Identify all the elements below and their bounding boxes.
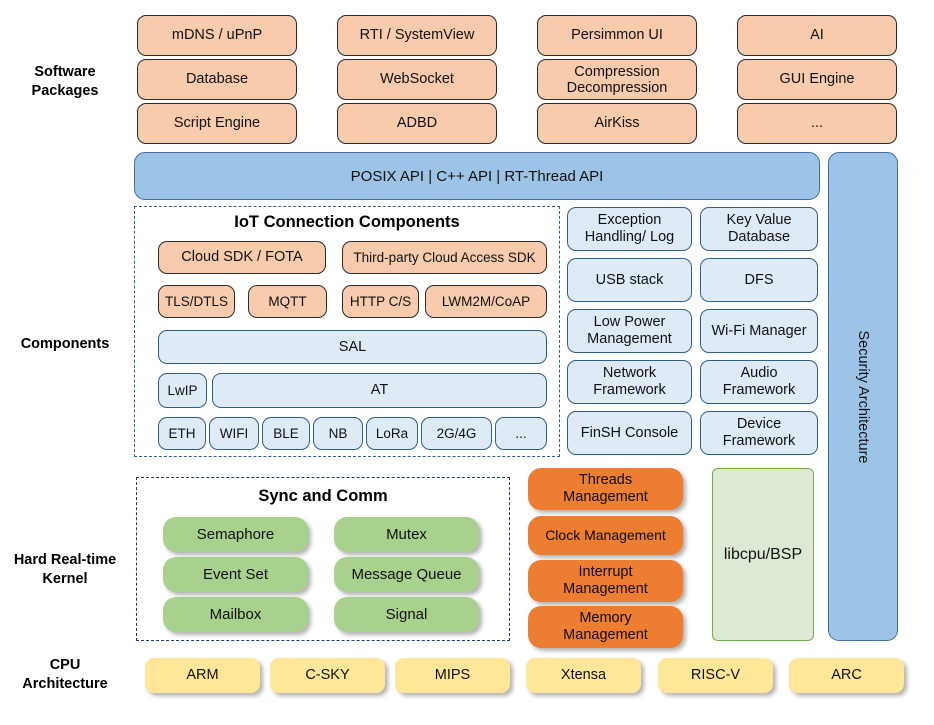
component-exception-line1: Exception [597, 212, 662, 228]
row-label-cpu-line2: Architecture [22, 676, 108, 692]
security-architecture-bar[interactable]: Security Architecture [828, 152, 898, 641]
iot-2g-4g[interactable]: 2G/4G [421, 417, 492, 450]
row-label-kernel-line2: Kernel [42, 571, 88, 587]
kernel-memory-line2: Management [563, 627, 648, 643]
kernel-threads-line1: Threads [578, 472, 633, 488]
row-label-cpu-architecture: CPU Architecture [0, 656, 130, 694]
api-bar[interactable]: POSIX API | C++ API | RT-Thread API [134, 152, 820, 200]
cpu-mips[interactable]: MIPS [395, 658, 510, 693]
component-device-framework[interactable]: Device Framework [700, 411, 818, 455]
iot-tls-dtls[interactable]: TLS/DTLS [158, 285, 235, 318]
iot-wifi[interactable]: WIFI [209, 417, 259, 450]
kernel-mutex[interactable]: Mutex [334, 517, 479, 552]
package-compression-line2: Decompression [566, 79, 668, 96]
iot-at[interactable]: AT [212, 373, 547, 408]
iot-ble[interactable]: BLE [262, 417, 310, 450]
iot-nb[interactable]: NB [313, 417, 363, 450]
row-label-software-packages-line2: Packages [31, 83, 99, 99]
cpu-arc[interactable]: ARC [789, 658, 904, 693]
iot-eth[interactable]: ETH [158, 417, 206, 450]
cpu-risc-v[interactable]: RISC-V [658, 658, 773, 693]
row-label-kernel-line1: Hard Real-time [13, 552, 117, 568]
row-label-components: Components [20, 336, 110, 352]
kernel-interrupt-management[interactable]: Interrupt Management [528, 560, 683, 602]
iot-cloud-sdk-fota[interactable]: Cloud SDK / FOTA [158, 241, 326, 274]
component-audio-framework[interactable]: Audio Framework [700, 360, 818, 404]
component-low-power-line1: Low Power [593, 314, 666, 330]
iot-http-cs[interactable]: HTTP C/S [342, 285, 419, 318]
iot-mqtt[interactable]: MQTT [248, 285, 327, 318]
iot-lwip[interactable]: LwIP [158, 373, 207, 408]
package-websocket[interactable]: WebSocket [337, 59, 497, 100]
iot-lwm2m-coap[interactable]: LWM2M/CoAP [425, 285, 547, 318]
iot-connection-components-title: IoT Connection Components [234, 213, 460, 231]
component-kv-line1: Key Value [726, 212, 792, 228]
kernel-threads-management[interactable]: Threads Management [528, 468, 683, 510]
component-audio-line2: Framework [722, 382, 796, 398]
kernel-interrupt-line2: Management [563, 581, 648, 597]
security-architecture-label: Security Architecture [855, 330, 871, 463]
iot-more[interactable]: ... [495, 417, 547, 450]
component-wifi-manager[interactable]: Wi-Fi Manager [700, 309, 818, 353]
cpu-xtensa[interactable]: Xtensa [526, 658, 641, 693]
kernel-memory-line1: Memory [579, 610, 632, 626]
kernel-message-queue[interactable]: Message Queue [334, 557, 479, 592]
package-mdns-upnp[interactable]: mDNS / uPnP [137, 15, 297, 56]
package-rti-systemview[interactable]: RTI / SystemView [337, 15, 497, 56]
component-audio-line1: Audio [740, 365, 778, 381]
kernel-mailbox[interactable]: Mailbox [163, 597, 308, 632]
sync-and-comm-group [136, 477, 510, 641]
package-more[interactable]: ... [737, 103, 897, 144]
package-ai[interactable]: AI [737, 15, 897, 56]
kernel-signal[interactable]: Signal [334, 597, 479, 632]
kernel-semaphore[interactable]: Semaphore [163, 517, 308, 552]
kernel-memory-management[interactable]: Memory Management [528, 606, 683, 648]
package-script-engine[interactable]: Script Engine [137, 103, 297, 144]
component-usb-stack[interactable]: USB stack [567, 258, 692, 302]
package-gui-engine[interactable]: GUI Engine [737, 59, 897, 100]
libcpu-bsp[interactable]: libcpu/BSP [712, 468, 814, 641]
iot-connection-components-group [134, 206, 560, 457]
package-compression-decompression[interactable]: Compression Decompression [537, 59, 697, 100]
component-kv-line2: Database [727, 229, 791, 245]
row-label-cpu-line1: CPU [49, 657, 81, 673]
kernel-event-set[interactable]: Event Set [163, 557, 308, 592]
package-adbd[interactable]: ADBD [337, 103, 497, 144]
package-persimmon-ui[interactable]: Persimmon UI [537, 15, 697, 56]
iot-third-party-cloud-access-sdk[interactable]: Third-party Cloud Access SDK [342, 241, 547, 274]
package-compression-line1: Compression [574, 63, 660, 80]
iot-sal[interactable]: SAL [158, 330, 547, 364]
component-network-line2: Framework [593, 382, 666, 398]
component-network-line1: Network [602, 365, 657, 381]
cpu-c-sky[interactable]: C-SKY [270, 658, 385, 693]
kernel-interrupt-line1: Interrupt [578, 564, 633, 580]
component-finsh-console[interactable]: FinSH Console [567, 411, 692, 455]
component-exception-line2: Handling/ Log [584, 229, 675, 245]
component-key-value-database[interactable]: Key Value Database [700, 207, 818, 251]
component-low-power-line2: Management [587, 331, 672, 347]
component-device-line2: Framework [722, 433, 796, 449]
row-label-software-packages: Software Packages [0, 63, 130, 101]
component-exception-handling-log[interactable]: Exception Handling/ Log [567, 207, 692, 251]
cpu-arm[interactable]: ARM [145, 658, 260, 693]
kernel-threads-line2: Management [563, 489, 648, 505]
iot-lora[interactable]: LoRa [366, 417, 418, 450]
component-network-framework[interactable]: Network Framework [567, 360, 692, 404]
row-label-kernel: Hard Real-time Kernel [0, 551, 130, 589]
component-dfs[interactable]: DFS [700, 258, 818, 302]
package-airkiss[interactable]: AirKiss [537, 103, 697, 144]
package-database[interactable]: Database [137, 59, 297, 100]
component-device-line1: Device [736, 416, 782, 432]
row-label-software-packages-line1: Software [34, 64, 96, 80]
kernel-clock-management[interactable]: Clock Management [528, 516, 683, 555]
component-low-power-management[interactable]: Low Power Management [567, 309, 692, 353]
sync-and-comm-title: Sync and Comm [258, 487, 388, 505]
